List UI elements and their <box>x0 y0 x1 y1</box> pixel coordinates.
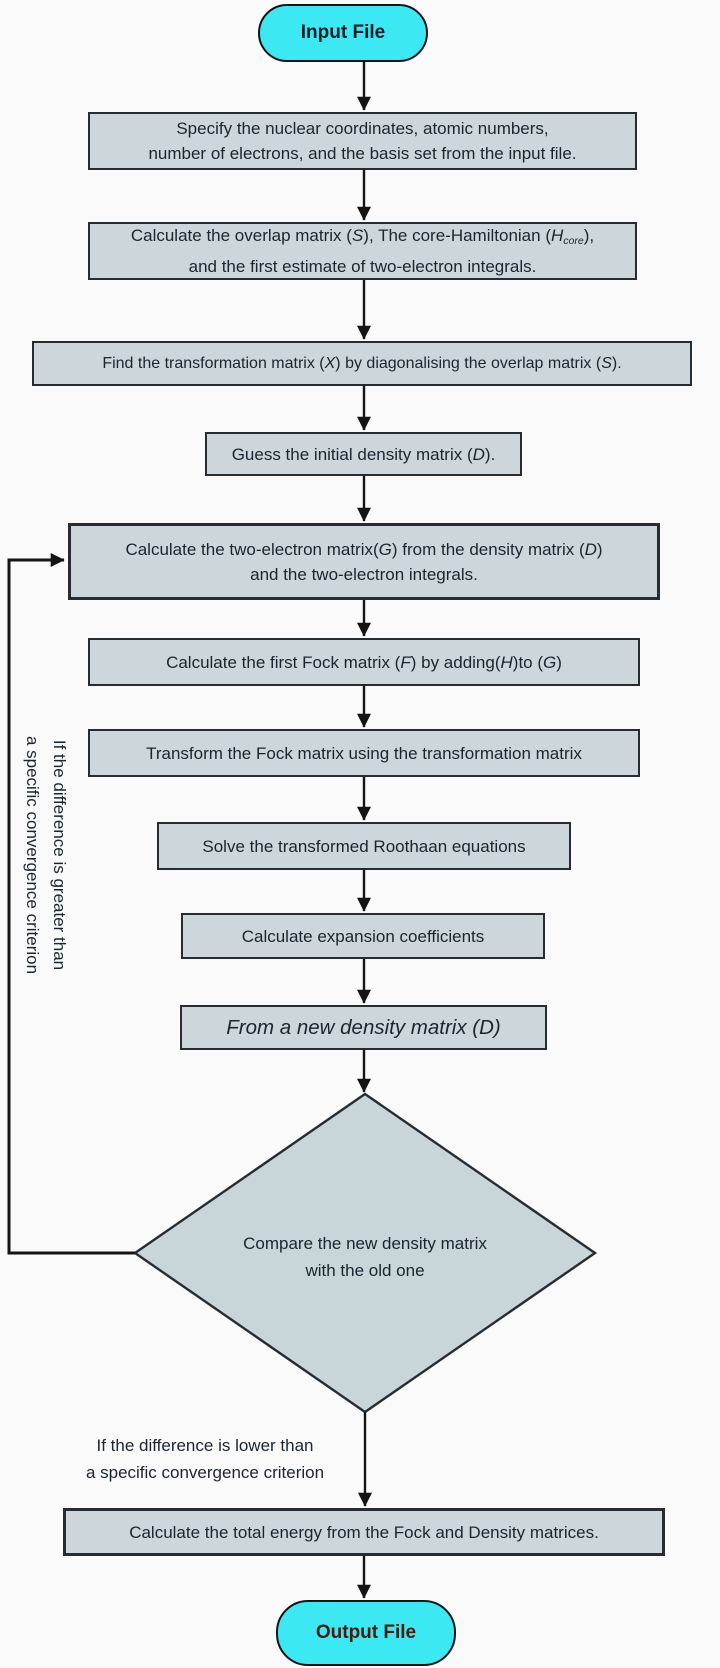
process-specify-inputs: Specify the nuclear coordinates, atomic … <box>88 112 637 170</box>
process-guess-density: Guess the initial density matrix (D). <box>205 432 522 476</box>
terminal-input-file-label: Input File <box>300 22 386 43</box>
process-calculate-overlap: Calculate the overlap matrix (S), The co… <box>88 222 637 280</box>
process-solve-roothaan: Solve the transformed Roothaan equations <box>157 822 571 870</box>
feedback-loop-arrow <box>7 553 135 1255</box>
process-new-density-matrix: From a new density matrix (D) <box>180 1005 547 1050</box>
process-two-electron-matrix: Calculate the two-electron matrix(G) fro… <box>68 523 660 600</box>
process-transform-fock: Transform the Fock matrix using the tran… <box>88 729 640 777</box>
terminal-output-file-label: Output File <box>315 1622 417 1643</box>
terminal-output-file: Output File <box>276 1600 456 1666</box>
process-total-energy: Calculate the total energy from the Fock… <box>63 1508 665 1556</box>
process-first-fock-matrix: Calculate the first Fock matrix (F) by a… <box>88 638 640 686</box>
process-expansion-coefficients: Calculate expansion coefficients <box>181 913 545 959</box>
terminal-input-file: Input File <box>258 4 428 62</box>
process-find-transformation-matrix: Find the transformation matrix (X) by di… <box>32 341 692 386</box>
